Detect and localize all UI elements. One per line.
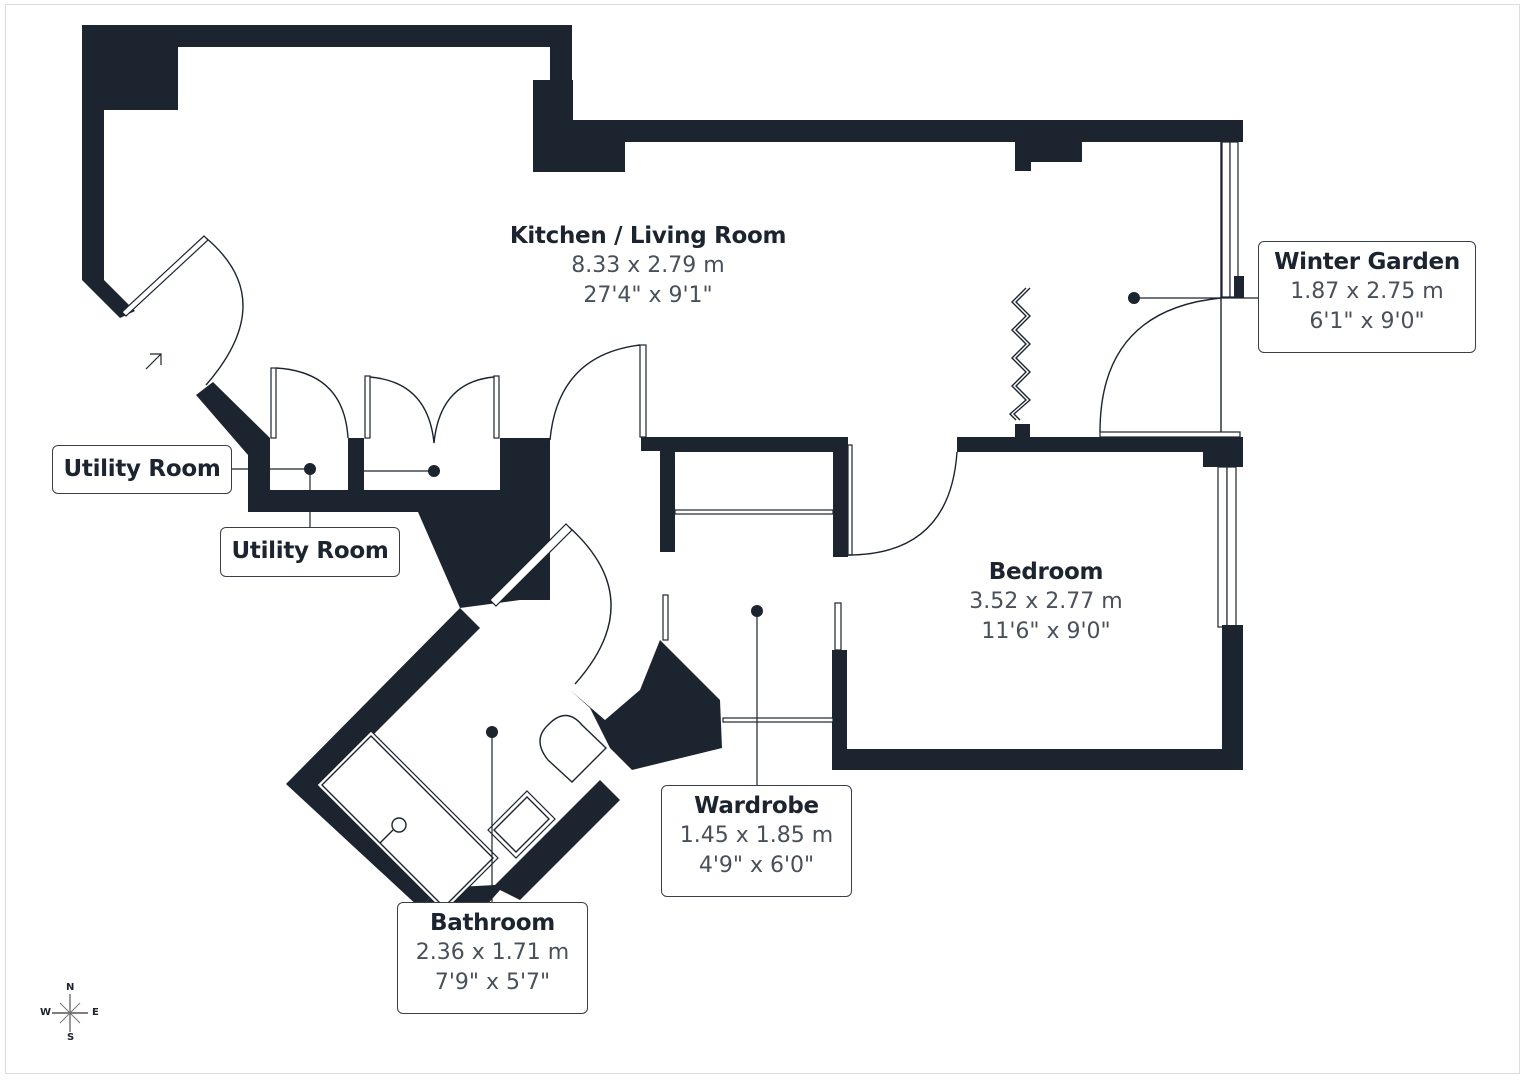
room-dimension-imperial: 6'1" x 9'0" xyxy=(1309,309,1425,334)
compass-rose: N S W E xyxy=(38,982,102,1044)
room-dimension-imperial: 7'9" x 5'7" xyxy=(434,970,551,995)
room-dimension-imperial: 4'9" x 6'0" xyxy=(698,853,815,878)
room-dimension-metric: 1.87 x 2.75 m xyxy=(1290,279,1444,304)
room-dimension-metric: 1.45 x 1.85 m xyxy=(679,823,834,848)
compass-west: W xyxy=(40,1007,52,1018)
walls xyxy=(82,25,1244,915)
room-label-utility-2: Utility Room xyxy=(220,527,400,577)
room-name: Utility Room xyxy=(231,538,389,564)
room-label-bathroom: Bathroom 2.36 x 1.71 m 7'9" x 5'7" xyxy=(397,902,588,1014)
room-dimension-imperial: 11'6" x 9'0" xyxy=(981,619,1111,644)
compass-north: N xyxy=(66,982,75,993)
room-dimension-imperial: 27'4" x 9'1" xyxy=(583,283,713,308)
room-dimension-metric: 2.36 x 1.71 m xyxy=(415,940,570,965)
room-label-kitchen: Kitchen / Living Room 8.33 x 2.79 m 27'4… xyxy=(488,221,808,311)
entrance-arrow-icon xyxy=(145,353,162,370)
room-name: Bedroom xyxy=(988,559,1104,585)
room-name: Wardrobe xyxy=(694,793,819,819)
compass-east: E xyxy=(92,1007,99,1018)
room-label-bedroom: Bedroom 3.52 x 2.77 m 11'6" x 9'0" xyxy=(936,557,1156,647)
page-frame xyxy=(5,4,1520,1074)
compass-icon xyxy=(52,994,88,1032)
room-label-utility-1: Utility Room xyxy=(52,445,232,494)
room-name: Utility Room xyxy=(63,456,221,482)
room-name: Winter Garden xyxy=(1274,249,1460,275)
room-name: Kitchen / Living Room xyxy=(509,223,787,249)
compass-south: S xyxy=(67,1032,75,1043)
room-label-wardrobe: Wardrobe 1.45 x 1.85 m 4'9" x 6'0" xyxy=(661,785,852,897)
label-leaders xyxy=(232,292,1258,902)
room-dimension-metric: 8.33 x 2.79 m xyxy=(571,253,725,278)
room-dimension-metric: 3.52 x 2.77 m xyxy=(969,589,1123,614)
room-label-winter-garden: Winter Garden 1.87 x 2.75 m 6'1" x 9'0" xyxy=(1258,241,1476,353)
room-name: Bathroom xyxy=(430,910,555,936)
